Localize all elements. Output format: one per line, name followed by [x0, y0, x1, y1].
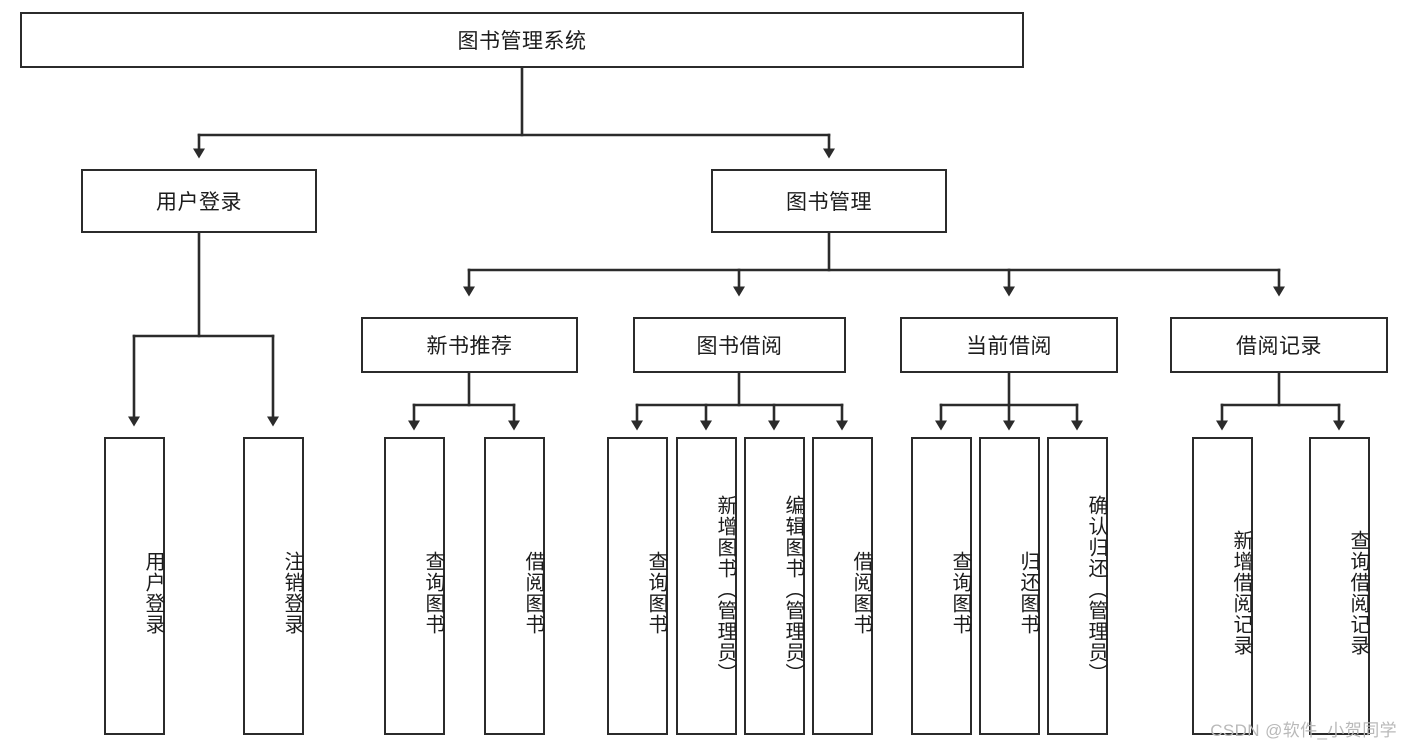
- leaf-current-borrow-confirm[interactable]: 确认归还（管理员）: [1047, 437, 1108, 735]
- node-new-book-recommend-label: 新书推荐: [426, 335, 513, 358]
- leaf-borrow-record-search[interactable]: 查询借阅记录: [1309, 437, 1370, 735]
- leaf-label: 新增图书（管理员）: [714, 494, 736, 684]
- leaf-new-book-borrow[interactable]: 借阅图书: [484, 437, 545, 735]
- node-borrow-record-label: 借阅记录: [1236, 335, 1322, 358]
- node-root[interactable]: 图书管理系统: [20, 12, 1024, 68]
- leaf-label: 确认归还（管理员）: [1085, 494, 1107, 684]
- leaf-label: 查询图书: [645, 551, 667, 635]
- leaf-book-borrow-borrow[interactable]: 借阅图书: [812, 437, 873, 735]
- node-book-manage[interactable]: 图书管理: [711, 169, 947, 233]
- node-user-login[interactable]: 用户登录: [81, 169, 317, 233]
- leaf-label: 注销登录: [281, 551, 303, 635]
- leaf-label: 借阅图书: [522, 551, 544, 635]
- leaf-label: 归还图书: [1017, 551, 1039, 635]
- node-current-borrow[interactable]: 当前借阅: [900, 317, 1118, 373]
- leaf-book-borrow-add[interactable]: 新增图书（管理员）: [676, 437, 737, 735]
- watermark: CSDN @软件_小贺同学: [1210, 721, 1397, 740]
- node-new-book-recommend[interactable]: 新书推荐: [361, 317, 578, 373]
- leaf-user-login-login[interactable]: 用户登录: [104, 437, 165, 735]
- leaf-label: 查询图书: [422, 551, 444, 635]
- leaf-user-login-logout[interactable]: 注销登录: [243, 437, 304, 735]
- leaf-book-borrow-search[interactable]: 查询图书: [607, 437, 668, 735]
- leaf-current-borrow-search[interactable]: 查询图书: [911, 437, 972, 735]
- leaf-current-borrow-return[interactable]: 归还图书: [979, 437, 1040, 735]
- leaf-label: 借阅图书: [850, 551, 872, 635]
- node-book-manage-label: 图书管理: [786, 191, 872, 214]
- node-current-borrow-label: 当前借阅: [966, 335, 1052, 358]
- leaf-label: 新增借阅记录: [1230, 530, 1252, 656]
- node-user-login-label: 用户登录: [156, 191, 242, 214]
- leaf-label: 用户登录: [142, 551, 164, 635]
- leaf-book-borrow-edit[interactable]: 编辑图书（管理员）: [744, 437, 805, 735]
- leaf-label: 编辑图书（管理员）: [782, 494, 804, 684]
- leaf-new-book-search[interactable]: 查询图书: [384, 437, 445, 735]
- leaf-borrow-record-add[interactable]: 新增借阅记录: [1192, 437, 1253, 735]
- node-root-label: 图书管理系统: [457, 30, 587, 53]
- node-book-borrow[interactable]: 图书借阅: [633, 317, 846, 373]
- node-book-borrow-label: 图书借阅: [696, 335, 783, 358]
- node-borrow-record[interactable]: 借阅记录: [1170, 317, 1388, 373]
- leaf-label: 查询图书: [949, 551, 971, 635]
- leaf-label: 查询借阅记录: [1347, 530, 1369, 656]
